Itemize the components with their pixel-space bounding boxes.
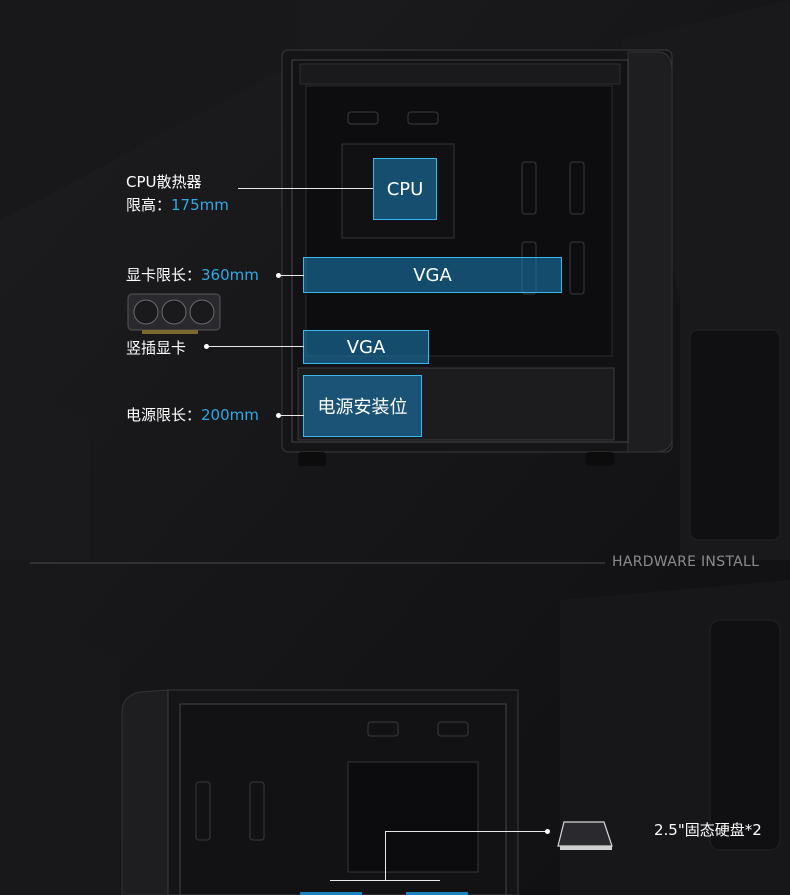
cpu-cooler-limit-value: 175mm <box>171 196 229 214</box>
ssd-leader-line-v <box>385 831 386 881</box>
psu-limit-prefix: 电源限长： <box>126 406 202 424</box>
gpu-limit: 显卡限长：360mm <box>126 265 259 285</box>
psu-limit-value: 200mm <box>201 406 259 424</box>
vga-main-zone: VGA <box>303 257 562 293</box>
gpu-limit-prefix: 显卡限长： <box>126 266 202 284</box>
gpu-leader-line <box>280 275 304 276</box>
gpu-limit-value: 360mm <box>201 266 259 284</box>
vertical-gpu-label: 竖插显卡 <box>126 339 187 357</box>
ssd-leader-line-h <box>385 831 548 832</box>
psu-leader-line <box>280 415 304 416</box>
psu-leader-dot <box>276 413 281 418</box>
cpu-cooler-limit-prefix: 限高： <box>126 196 172 214</box>
vertical-gpu-leader-line <box>208 346 304 347</box>
psu-zone: 电源安装位 <box>303 375 422 437</box>
gpu-leader-dot <box>276 273 281 278</box>
vga-vertical-zone: VGA <box>303 330 429 364</box>
cpu-cooler-limit: 限高：175mm <box>126 195 229 215</box>
ssd-leader-dot <box>545 829 550 834</box>
cpu-leader-line <box>238 188 373 189</box>
ssd-label: 2.5"固态硬盘*2 <box>654 821 762 839</box>
vertical-gpu-leader-dot <box>204 344 209 349</box>
ssd-leader-line-bar <box>330 880 440 881</box>
cpu-cooler-title: CPU散热器 <box>126 173 202 191</box>
psu-limit: 电源限长：200mm <box>126 405 259 425</box>
section-title: HARDWARE INSTALL <box>612 554 760 570</box>
cpu-zone: CPU <box>373 158 437 220</box>
